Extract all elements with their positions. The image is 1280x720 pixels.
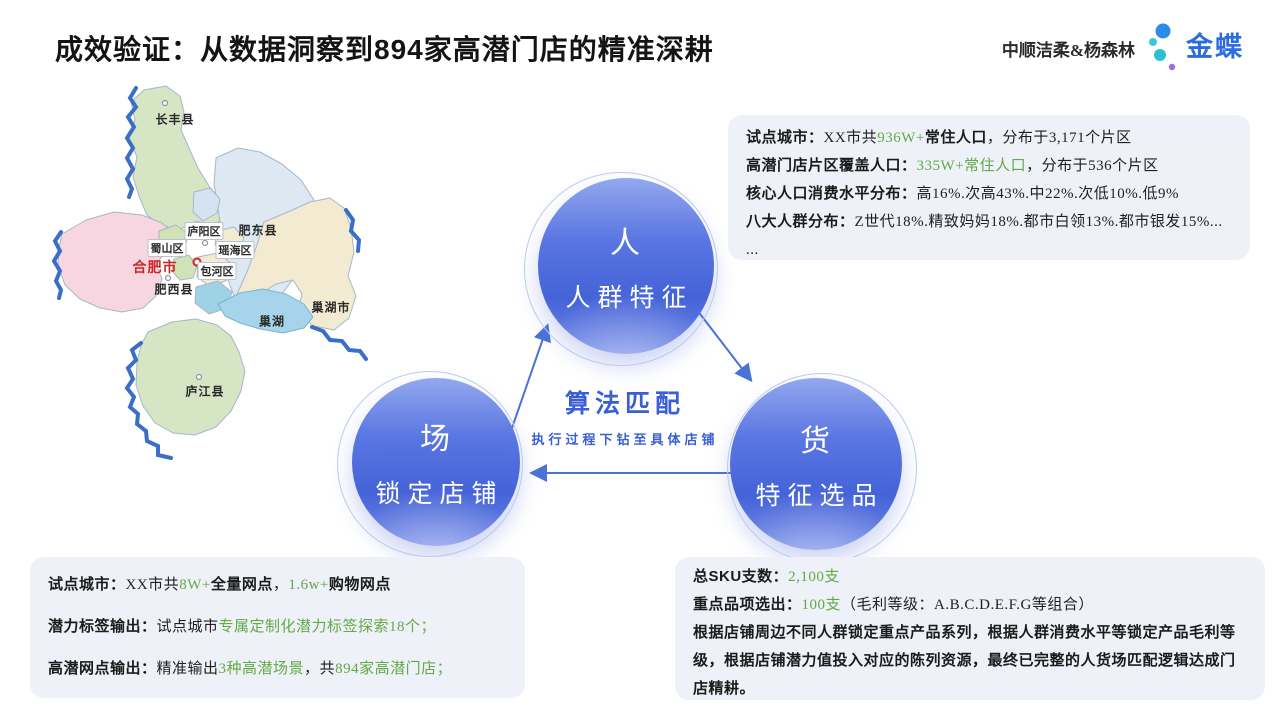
map-rivers	[51, 86, 368, 460]
page-title: 成效验证：从数据洞察到894家高潜门店的精准深耕	[55, 34, 714, 65]
text-line: 总SKU支数：2,100支	[693, 568, 840, 585]
map-label-changfeng: 长丰县	[155, 112, 195, 127]
map-label-baohe: 包河区	[197, 262, 237, 280]
map-label-shushan: 蜀山区	[147, 239, 187, 257]
node-people-char: 人	[610, 227, 642, 260]
node-place-char: 场	[420, 423, 452, 456]
node-goods-label: 特征选品	[755, 483, 884, 510]
kingdee-logo: 金蝶	[1148, 20, 1244, 74]
kingdee-dots-icon	[1149, 23, 1176, 71]
map-region-hefei-core	[171, 254, 198, 281]
map-lake-chaohu	[217, 288, 314, 334]
map-label-chao-lake: 巢湖	[258, 314, 286, 329]
node-people-label: 人群特征	[565, 285, 694, 312]
map-label-feixi: 肥西县	[154, 282, 194, 297]
text-line: 根据店铺周边不同人群锁定重点产品系列，根据人群消费水平等锁定产品毛利等级，根据店…	[693, 624, 1236, 697]
sku-info-box: 总SKU支数：2,100支重点品项选出：100支（毛利等级：A.B.C.D.E.…	[675, 557, 1265, 700]
node-people: 人 人群特征	[538, 178, 714, 354]
node-goods-char: 货	[800, 425, 832, 458]
partner-name: 中顺洁柔&杨森林	[1001, 41, 1135, 60]
map-label-yaohai: 瑶海区	[215, 241, 255, 259]
hefei-region-map: 长丰县 肥东县 庐阳区 蜀山区 瑶海区 合肥市 包河区 肥西县 巢湖市 巢湖 庐…	[48, 82, 408, 482]
map-label-luyang: 庐阳区	[184, 222, 224, 240]
text-line: 试点城市：XX市共8W+全量网点，1.6w+购物网点	[48, 576, 391, 593]
algorithm-match-title: 算法匹配	[564, 391, 685, 418]
map-region-feixi	[57, 211, 174, 313]
node-place-label: 锁定店铺	[375, 481, 504, 508]
node-place: 场 锁定店铺	[352, 378, 520, 546]
map-region-lujiang	[135, 318, 246, 436]
text-line: 试点城市：XX市共936W+常住人口，分布于3,171个片区	[746, 129, 1132, 146]
algorithm-match-block: 算法匹配 执行过程下钻至具体店铺	[520, 384, 730, 448]
algorithm-match-subtitle: 执行过程下钻至具体店铺	[531, 432, 719, 447]
population-info-box: 试点城市：XX市共936W+常住人口，分布于3,171个片区高潜门店片区覆盖人口…	[728, 115, 1250, 260]
logo-wordmark: 金蝶	[1186, 32, 1244, 62]
map-label-chaohu-city: 巢湖市	[311, 300, 351, 315]
text-line: 重点品项选出：100支（毛利等级：A.B.C.D.E.F.G等组合）	[693, 596, 1094, 613]
node-goods: 货 特征选品	[730, 378, 902, 550]
map-region-luyang	[192, 187, 221, 222]
map-shapes	[51, 85, 368, 460]
text-line: 核心人口消费水平分布：高16%.次高43%.中22%.次低10%.低9%	[746, 185, 1179, 202]
text-line: 潜力标签输出：试点城市专属定制化潜力标签探索18个；	[48, 618, 437, 635]
text-line: 八大人群分布：Z世代18%.精致妈妈18%.都市白领13%.都市银发15%...	[746, 213, 1223, 230]
text-line: 高潜门店片区覆盖人口：335W+常住人口，分布于536个片区	[746, 157, 1159, 174]
text-line: 高潜网点输出：精准输出3种高潜场景，共894家高潜门店；	[48, 660, 453, 677]
map-label-lujiang: 庐江县	[185, 384, 225, 399]
text-line: ...	[746, 242, 759, 258]
stores-info-box: 试点城市：XX市共8W+全量网点，1.6w+购物网点潜力标签输出：试点城市专属定…	[30, 557, 525, 698]
arrow-people-to-goods	[696, 309, 753, 383]
map-label-hefei: 合肥市	[132, 259, 178, 275]
map-label-feidong: 肥东县	[238, 223, 278, 238]
